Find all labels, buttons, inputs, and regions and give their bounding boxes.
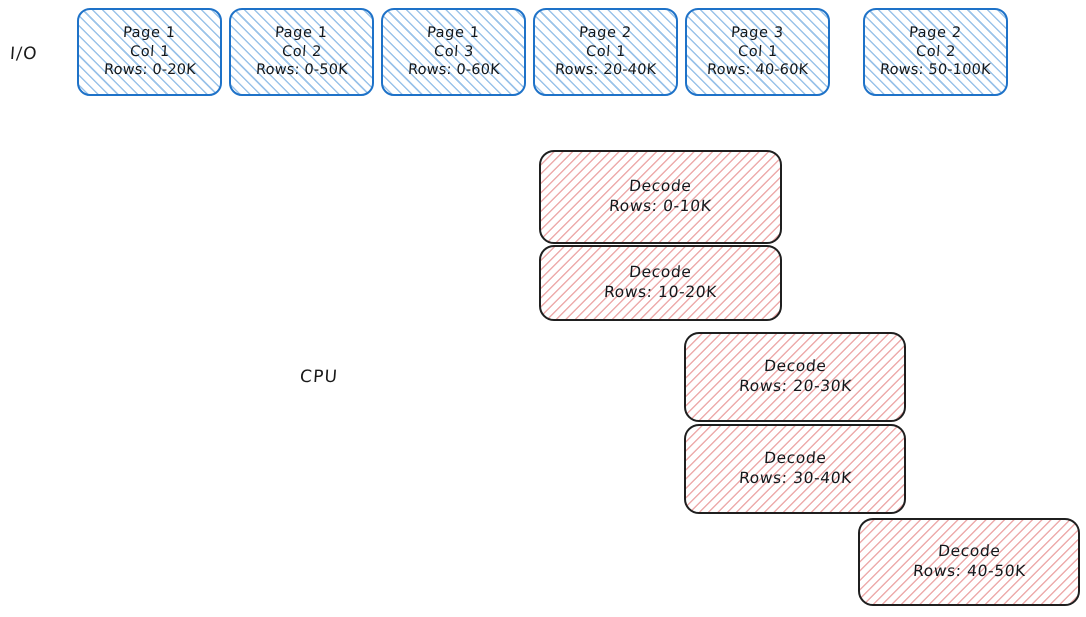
- cpu-decode-op: Decode: [628, 263, 693, 282]
- io-task-col: Col 2: [281, 43, 323, 60]
- io-task-rows: Rows: 50-100K: [879, 62, 992, 79]
- io-task-page: Page 1: [122, 25, 177, 42]
- lane-label-io: I/O: [9, 44, 39, 64]
- io-task-col: Col 1: [585, 43, 627, 60]
- lane-label-cpu: CPU: [299, 367, 339, 387]
- io-task-rows: Rows: 20-40K: [554, 62, 657, 79]
- cpu-decode-rows: Rows: 10-20K: [603, 283, 718, 301]
- io-task-page: Page 3: [730, 25, 785, 42]
- io-task-col: Col 1: [737, 43, 779, 60]
- cpu-decode-op: Decode: [763, 357, 827, 376]
- cpu-decode-op: Decode: [628, 177, 693, 196]
- io-task-col: Col 2: [915, 43, 957, 60]
- io-task-rows: Rows: 40-60K: [706, 62, 809, 79]
- cpu-decode-rows: Rows: 40-50K: [911, 562, 1027, 580]
- cpu-decode-rows: Rows: 20-30K: [737, 377, 853, 395]
- cpu-decode-op: Decode: [937, 542, 1001, 561]
- io-task-page: Page 1: [426, 25, 481, 42]
- io-task-page: Page 2: [908, 25, 963, 42]
- io-task-col: Col 1: [129, 43, 171, 60]
- cpu-decode-op: Decode: [763, 449, 827, 468]
- io-task-rows: Rows: 0-20K: [103, 62, 196, 79]
- io-task-page: Page 1: [274, 25, 329, 42]
- io-task-page: Page 2: [578, 25, 633, 42]
- cpu-decode-rows: Rows: 0-10K: [608, 197, 713, 215]
- cpu-decode-rows: Rows: 30-40K: [737, 469, 853, 487]
- io-task-rows: Rows: 0-50K: [255, 62, 348, 79]
- io-task-col: Col 3: [433, 43, 475, 60]
- io-task-rows: Rows: 0-60K: [407, 62, 500, 79]
